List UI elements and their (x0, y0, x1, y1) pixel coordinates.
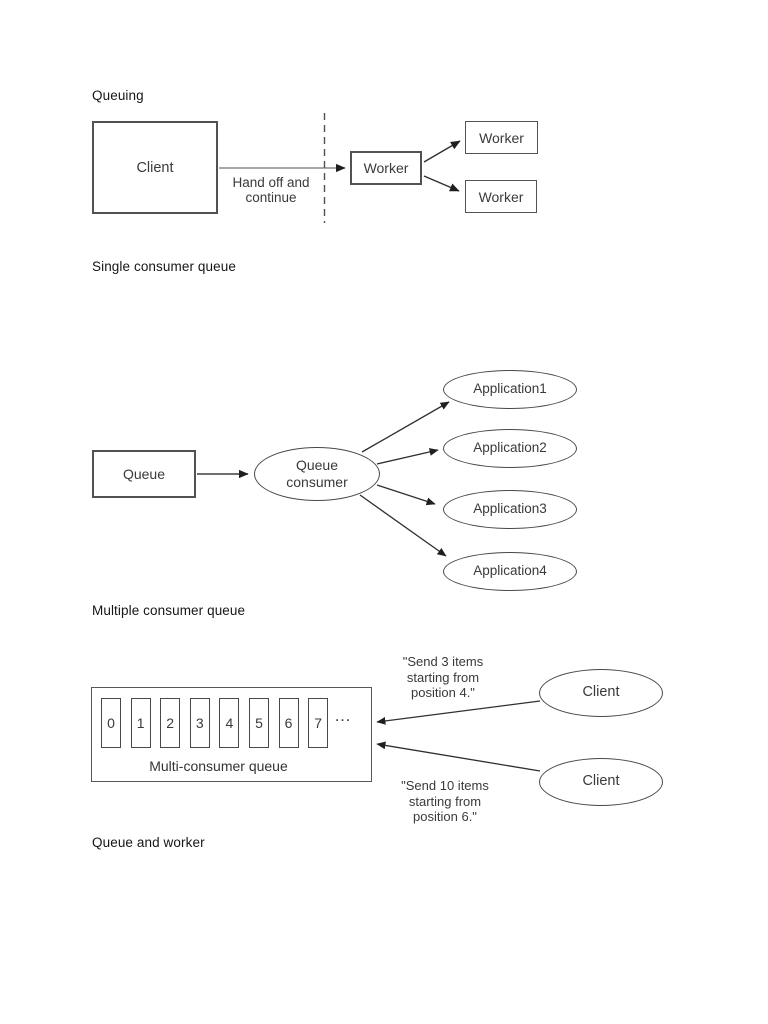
handoff-label-line1: Hand off and (232, 175, 310, 190)
queue-cell-1: 1 (130, 698, 151, 748)
queue-consumer-line2: consumer (286, 474, 348, 490)
caption-single-consumer: Single consumer queue (92, 259, 236, 274)
handoff-label: Hand off and continue (211, 175, 331, 205)
arrow-consumer-to-application1 (361, 401, 450, 453)
note-send-10-items-line1: "Send 10 items (401, 778, 489, 793)
note-send-3-items: "Send 3 items starting from position 4." (381, 654, 505, 701)
worker-main-box: Worker (350, 151, 422, 185)
arrow-client-bottom-to-queue (376, 741, 541, 772)
client-top-ellipse: Client (539, 669, 663, 717)
note-send-10-items: "Send 10 items starting from position 6.… (383, 778, 507, 825)
arrow-consumer-to-application4 (359, 494, 447, 557)
arrow-consumer-to-application3 (376, 484, 436, 506)
queue-cell-4: 4 (219, 698, 240, 748)
queue-consumer-ellipse: Queue consumer (254, 447, 380, 501)
queue-cell-3: 3 (189, 698, 210, 748)
heading-queuing: Queuing (92, 88, 144, 103)
queue-cell-7: 7 (308, 698, 329, 748)
application1-ellipse: Application1 (443, 370, 577, 409)
queue-box: Queue (92, 450, 196, 498)
client-box: Client (92, 121, 218, 214)
queue-cell-5: 5 (248, 698, 269, 748)
note-send-10-items-line2: starting from (408, 793, 482, 809)
note-send-10-items-line3: position 6." (413, 809, 477, 824)
multi-consumer-queue-caption: Multi-consumer queue (149, 758, 288, 774)
queue-cells-row: 0 1 2 3 4 5 6 7 (101, 698, 329, 748)
arrow-client-top-to-queue (376, 700, 541, 725)
application2-ellipse: Application2 (443, 429, 577, 468)
queue-consumer-line1: Queue (295, 457, 339, 474)
worker-bottom-box: Worker (465, 180, 537, 213)
arrow-worker-to-worker-top (423, 140, 461, 163)
queue-cell-0: 0 (101, 698, 121, 748)
queue-cell-6: 6 (278, 698, 299, 748)
queue-ellipsis: … (334, 706, 352, 725)
queue-cell-2: 2 (160, 698, 181, 748)
worker-top-box: Worker (465, 121, 538, 154)
caption-multiple-consumer: Multiple consumer queue (92, 603, 246, 618)
caption-queue-and-worker: Queue and worker (92, 835, 205, 850)
application4-ellipse: Application4 (443, 552, 577, 591)
arrow-consumer-to-application2 (376, 448, 439, 465)
note-send-3-items-line2: starting from (406, 669, 480, 685)
note-send-3-items-line3: position 4." (411, 685, 475, 700)
application3-ellipse: Application3 (443, 490, 577, 529)
handoff-label-line2: continue (245, 190, 297, 205)
client-bottom-ellipse: Client (539, 758, 663, 806)
arrow-worker-to-worker-bottom (423, 175, 460, 192)
note-send-3-items-line1: "Send 3 items (402, 654, 484, 669)
